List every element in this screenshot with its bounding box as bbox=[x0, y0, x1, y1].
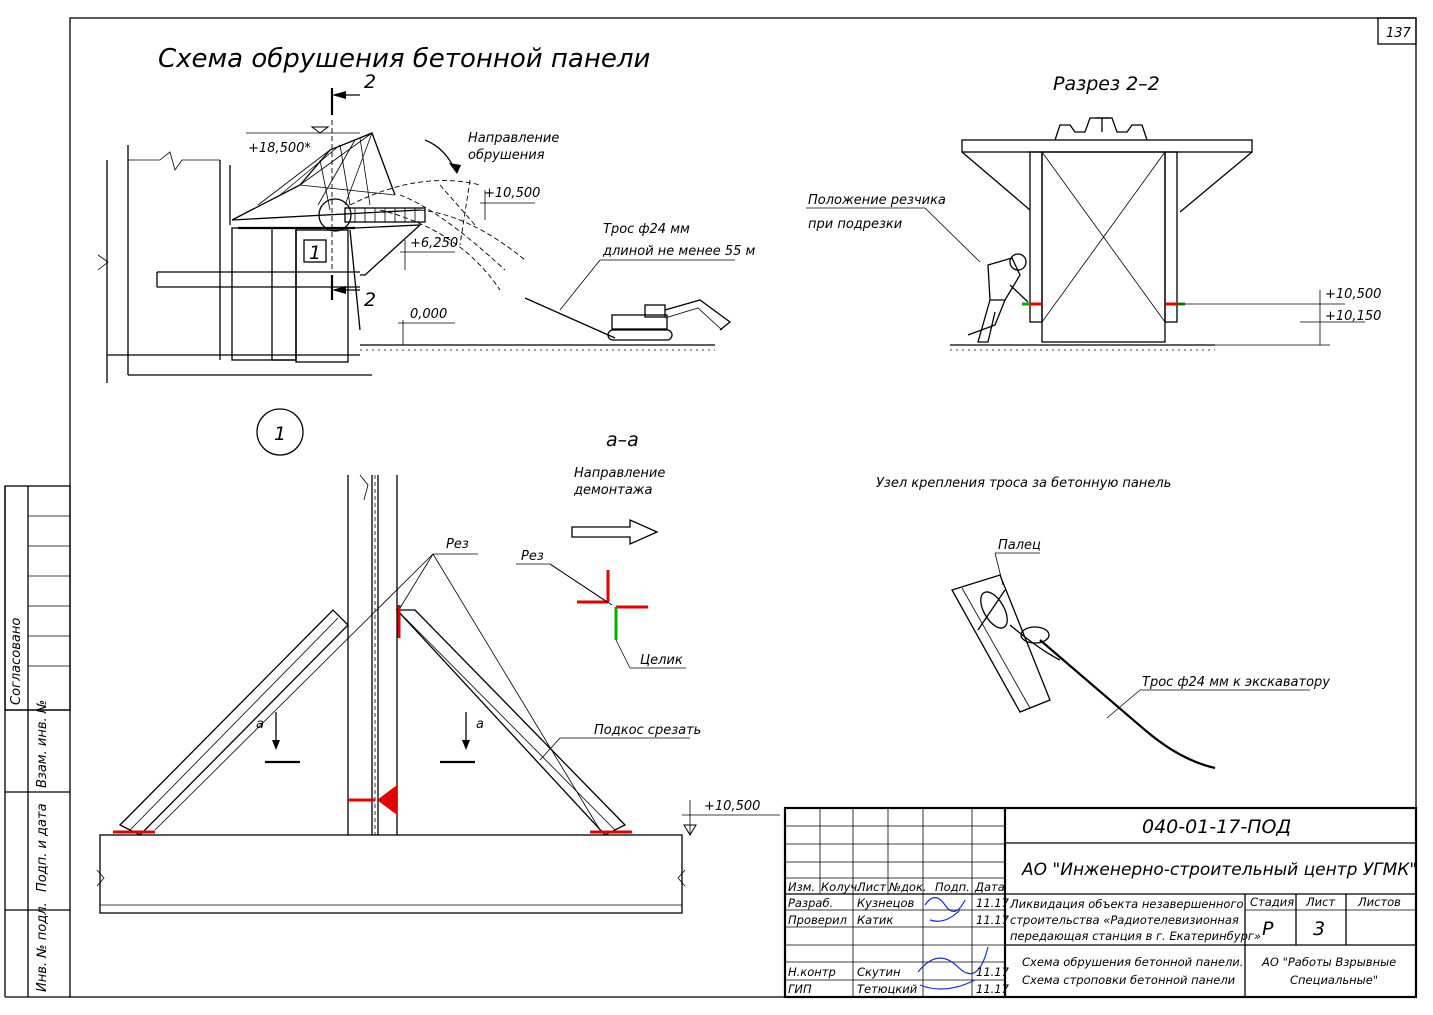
replace-inv-label: Взам. инв. № bbox=[35, 700, 50, 788]
collapse-direction-line2: обрушения bbox=[468, 148, 545, 163]
section-a-left: а bbox=[256, 717, 264, 732]
collapse-scheme: 1 2 2 +18,500* +10,500 +6,250 0,000 bbox=[97, 71, 735, 383]
pillar-label: Целик bbox=[640, 653, 683, 668]
tb-row-role-3: Н.контр bbox=[788, 965, 836, 979]
tb-contractor-line2: Специальные" bbox=[1290, 973, 1378, 987]
title-block[interactable] bbox=[783, 806, 1418, 999]
elev-6250: +6,250 bbox=[410, 236, 458, 251]
elev-10150: +10,150 bbox=[1325, 309, 1381, 324]
tb-header-izm: Изм. bbox=[788, 880, 815, 894]
tb-row-role-1: Разраб. bbox=[788, 896, 833, 910]
tb-cipher: 040-01-17-ПОД bbox=[1142, 816, 1291, 838]
tb-stage-header: Стадия bbox=[1250, 895, 1294, 909]
rope-label-line1: Трос ф24 мм bbox=[603, 222, 690, 237]
sheet-frame: 137 bbox=[69, 17, 1417, 998]
collapse-direction-line1: Направление bbox=[468, 131, 559, 146]
rope-to-excavator-label: Трос ф24 мм к экскаватору bbox=[1142, 675, 1330, 690]
section-2-2-drawing bbox=[806, 117, 1365, 351]
brace-cut-label: Подкос срезать bbox=[594, 723, 701, 738]
tb-row-date-2: 11.17 bbox=[976, 913, 1010, 927]
tb-header-list: Лист bbox=[856, 880, 886, 894]
rope-node-title: Узел крепления троса за бетонную панель bbox=[876, 476, 1171, 491]
tb-row-date-4: 11.17 bbox=[976, 982, 1010, 996]
agreed-label: Согласовано bbox=[9, 618, 24, 705]
tb-stage: Р bbox=[1262, 918, 1274, 940]
dismantle-direction-line2: демонтажа bbox=[573, 483, 652, 498]
tb-row-role-4: ГИП bbox=[788, 982, 812, 996]
tb-drawing-line2: Схема строповки бетонной панели bbox=[1022, 973, 1236, 987]
elev-0000: 0,000 bbox=[410, 307, 447, 322]
elev-18500: +18,500* bbox=[248, 141, 311, 156]
tb-object-line2: строительства «Радиотелевизионная bbox=[1010, 913, 1239, 927]
sheet-number: 137 bbox=[1386, 26, 1412, 41]
tb-row-date-3: 11.17 bbox=[976, 965, 1010, 979]
tb-row-name-4: Тетюцкий bbox=[857, 982, 918, 996]
tb-row-date-1: 11.17 bbox=[976, 896, 1010, 910]
tb-row-name-1: Кузнецов bbox=[857, 896, 915, 910]
cut-label-2: Рез bbox=[521, 549, 544, 564]
cut-label-1: Рез bbox=[446, 537, 469, 552]
section-mark-top: 2 bbox=[364, 71, 376, 93]
detail-1-drawing bbox=[96, 408, 780, 914]
inv-orig-label: Инв. № подл. bbox=[35, 902, 50, 992]
detail-number: 1 bbox=[274, 423, 286, 445]
tb-row-name-2: Катик bbox=[857, 913, 893, 927]
section-aa-title: а–а bbox=[606, 429, 639, 451]
cutter-position-line1: Положение резчика bbox=[808, 193, 946, 208]
tb-sheet-header: Лист bbox=[1305, 895, 1335, 909]
section-aa-drawing bbox=[516, 518, 686, 669]
section-mark-bottom: 2 bbox=[364, 289, 376, 311]
section-a-right: а bbox=[476, 717, 484, 732]
tb-header-ndoc: №док. bbox=[888, 880, 927, 894]
main-title: Схема обрушения бетонной панели bbox=[158, 44, 650, 74]
elev-10500-detail: +10,500 bbox=[704, 799, 760, 814]
tb-row-name-3: Скутин bbox=[857, 965, 901, 979]
tb-header-koluch: Колуч. bbox=[821, 880, 861, 894]
rope-label-line2: длиной не менее 55 м bbox=[602, 244, 756, 259]
cutter-position-line2: при подрезки bbox=[808, 217, 902, 232]
callout-1: 1 bbox=[309, 242, 321, 264]
section-2-2-title: Разрез 2–2 bbox=[1053, 73, 1160, 95]
finger-label: Палец bbox=[998, 538, 1041, 553]
rope-node-drawing bbox=[951, 552, 1310, 770]
tb-object-line3: передающая станция в г. Екатеринбург» bbox=[1010, 929, 1261, 943]
tb-contractor-line1: АО "Работы Взрывные bbox=[1261, 955, 1396, 969]
tb-drawing-line1: Схема обрушения бетонной панели. bbox=[1022, 955, 1243, 969]
tb-row-role-2: Проверил bbox=[788, 913, 848, 927]
elev-10500-left: +10,500 bbox=[484, 186, 540, 201]
side-stamp: Согласовано Взам. инв. № Подп. и дата Ин… bbox=[4, 485, 71, 998]
tb-object-line1: Ликвидация объекта незавершенного bbox=[1009, 897, 1244, 911]
elev-10500-section: +10,500 bbox=[1325, 287, 1381, 302]
tb-sheet: 3 bbox=[1313, 918, 1325, 940]
sign-date-label: Подп. и дата bbox=[35, 803, 50, 892]
tb-sheets-header: Листов bbox=[1357, 895, 1401, 909]
tb-header-date: Дата bbox=[974, 880, 1005, 894]
tb-header-podp: Подп. bbox=[935, 880, 970, 894]
dismantle-direction-line1: Направление bbox=[574, 466, 665, 481]
tb-organization: АО "Инженерно-строительный центр УГМК" bbox=[1021, 860, 1417, 880]
